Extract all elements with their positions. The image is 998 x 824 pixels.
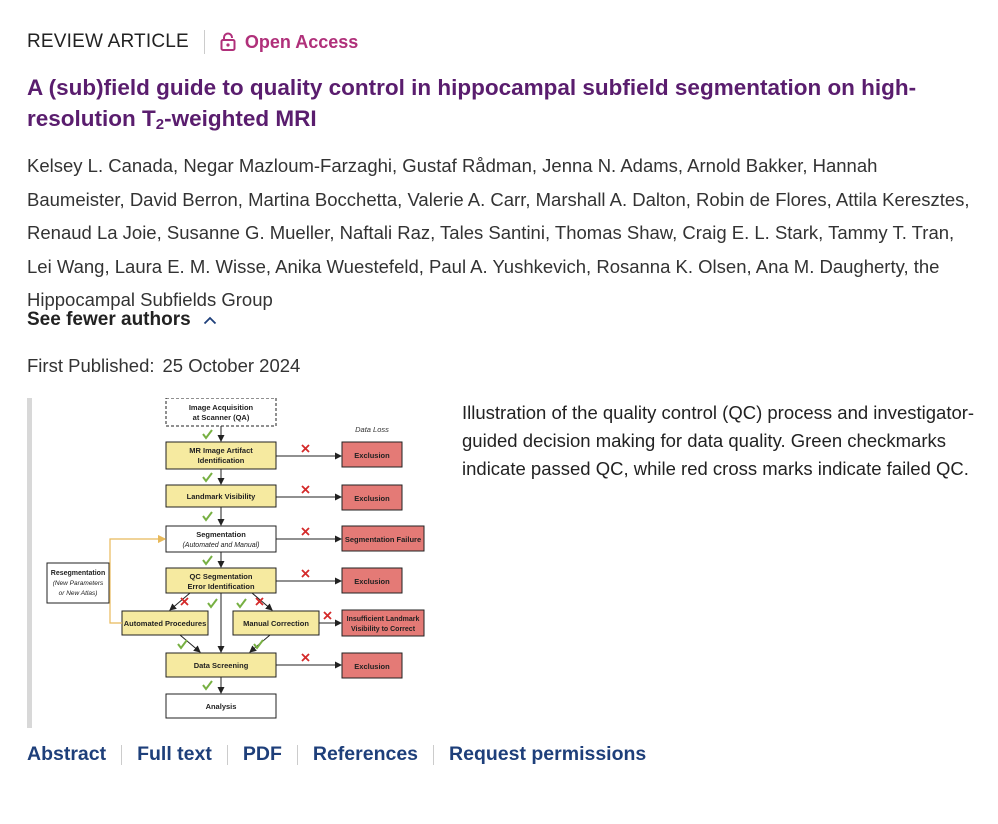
segmentation-label-1: Segmentation <box>196 530 246 539</box>
article-type-label: REVIEW ARTICLE <box>27 31 189 52</box>
open-access-badge[interactable]: Open Access <box>220 32 358 53</box>
published-date: 25 October 2024 <box>162 355 301 376</box>
landmark-label: Landmark Visibility <box>187 492 256 501</box>
cross-icons <box>180 444 332 662</box>
figure-caption: Illustration of the quality control (QC)… <box>462 402 975 479</box>
mr-artifact-box <box>165 441 277 470</box>
open-access-label: Open Access <box>244 31 359 52</box>
exclusion-label-3: Exclusion <box>354 577 390 586</box>
title-text-end: -weighted MRI <box>164 106 317 131</box>
acquisition-label-1: Image Acquisition <box>189 403 254 412</box>
abstract-link[interactable]: Abstract <box>27 743 107 765</box>
reseg-label-1: Resegmentation <box>51 570 105 577</box>
exclusion-label-2: Exclusion <box>354 494 390 503</box>
exclusion-box-1 <box>341 441 403 468</box>
manual-label: Manual Correction <box>243 619 309 628</box>
exclusion-box-2 <box>341 484 403 511</box>
chevron-up-icon <box>203 316 216 324</box>
exclusion-label-1: Exclusion <box>354 451 390 460</box>
link-divider <box>121 744 123 765</box>
link-divider <box>226 744 228 765</box>
published-label: First Published: <box>27 355 155 376</box>
meta-divider <box>203 30 205 54</box>
insufficient-landmark-box <box>341 609 425 637</box>
qc-seg-label-1: QC Segmentation <box>190 572 253 581</box>
check-icons <box>177 429 264 691</box>
analysis-label: Analysis <box>206 702 237 711</box>
reseg-label-3: or New Atlas) <box>59 590 98 597</box>
resegmentation-box <box>46 562 110 604</box>
pdf-link[interactable]: PDF <box>242 743 282 765</box>
article-title[interactable]: A (sub)field guide to quality control in… <box>27 72 982 134</box>
exclusion-label-4: Exclusion <box>354 662 390 671</box>
title-text-main: A (sub)field guide to quality control in… <box>27 75 917 131</box>
insufficient-label-2: Visibility to Correct <box>351 626 416 633</box>
segmentation-label-2: (Automated and Manual) <box>182 542 259 549</box>
request-permissions-link[interactable]: Request permissions <box>449 743 647 765</box>
insufficient-label-1: Insufficient Landmark <box>347 616 420 623</box>
references-link[interactable]: References <box>312 743 419 765</box>
mr-artifact-label-2: Identification <box>198 456 245 465</box>
see-fewer-authors-button[interactable]: See fewer authors <box>27 309 217 331</box>
article-links: Abstract Full text PDF References Reques… <box>27 743 646 766</box>
segmentation-failure-box <box>341 525 425 552</box>
link-divider <box>433 744 435 765</box>
exclusion-box-3 <box>341 567 403 594</box>
automated-label: Automated Procedures <box>124 619 207 628</box>
link-divider <box>296 744 298 765</box>
resegmentation-loop <box>109 534 167 624</box>
article-meta-row: REVIEW ARTICLE Open Access <box>27 30 358 54</box>
see-fewer-label: See fewer authors <box>27 309 191 330</box>
publication-date: First Published: 25 October 2024 <box>27 355 300 377</box>
figure-accent-bar <box>27 398 32 728</box>
title-subscript: 2 <box>155 116 165 133</box>
data-screening-box <box>165 652 277 678</box>
mr-artifact-label-1: MR Image Artifact <box>189 446 253 455</box>
qc-flowchart-figure[interactable]: Data Loss Image Acquisition at Scanner (… <box>40 398 440 728</box>
full-text-link[interactable]: Full text <box>137 743 212 765</box>
acquisition-label-2: at Scanner (QA) <box>193 413 250 422</box>
analysis-box <box>165 693 277 719</box>
acquisition-box <box>165 398 277 427</box>
lock-icon <box>220 32 236 51</box>
author-list: Kelsey L. Canada, Negar Mazloum-Farzaghi… <box>27 155 970 310</box>
qc-seg-label-2: Error Identification <box>187 582 255 591</box>
exclusion-box-4 <box>341 652 403 679</box>
reseg-label-2: (New Parameters <box>53 580 104 587</box>
screening-label: Data Screening <box>194 661 249 670</box>
data-loss-label: Data Loss <box>355 425 389 434</box>
seg-failure-label: Segmentation Failure <box>345 535 421 544</box>
